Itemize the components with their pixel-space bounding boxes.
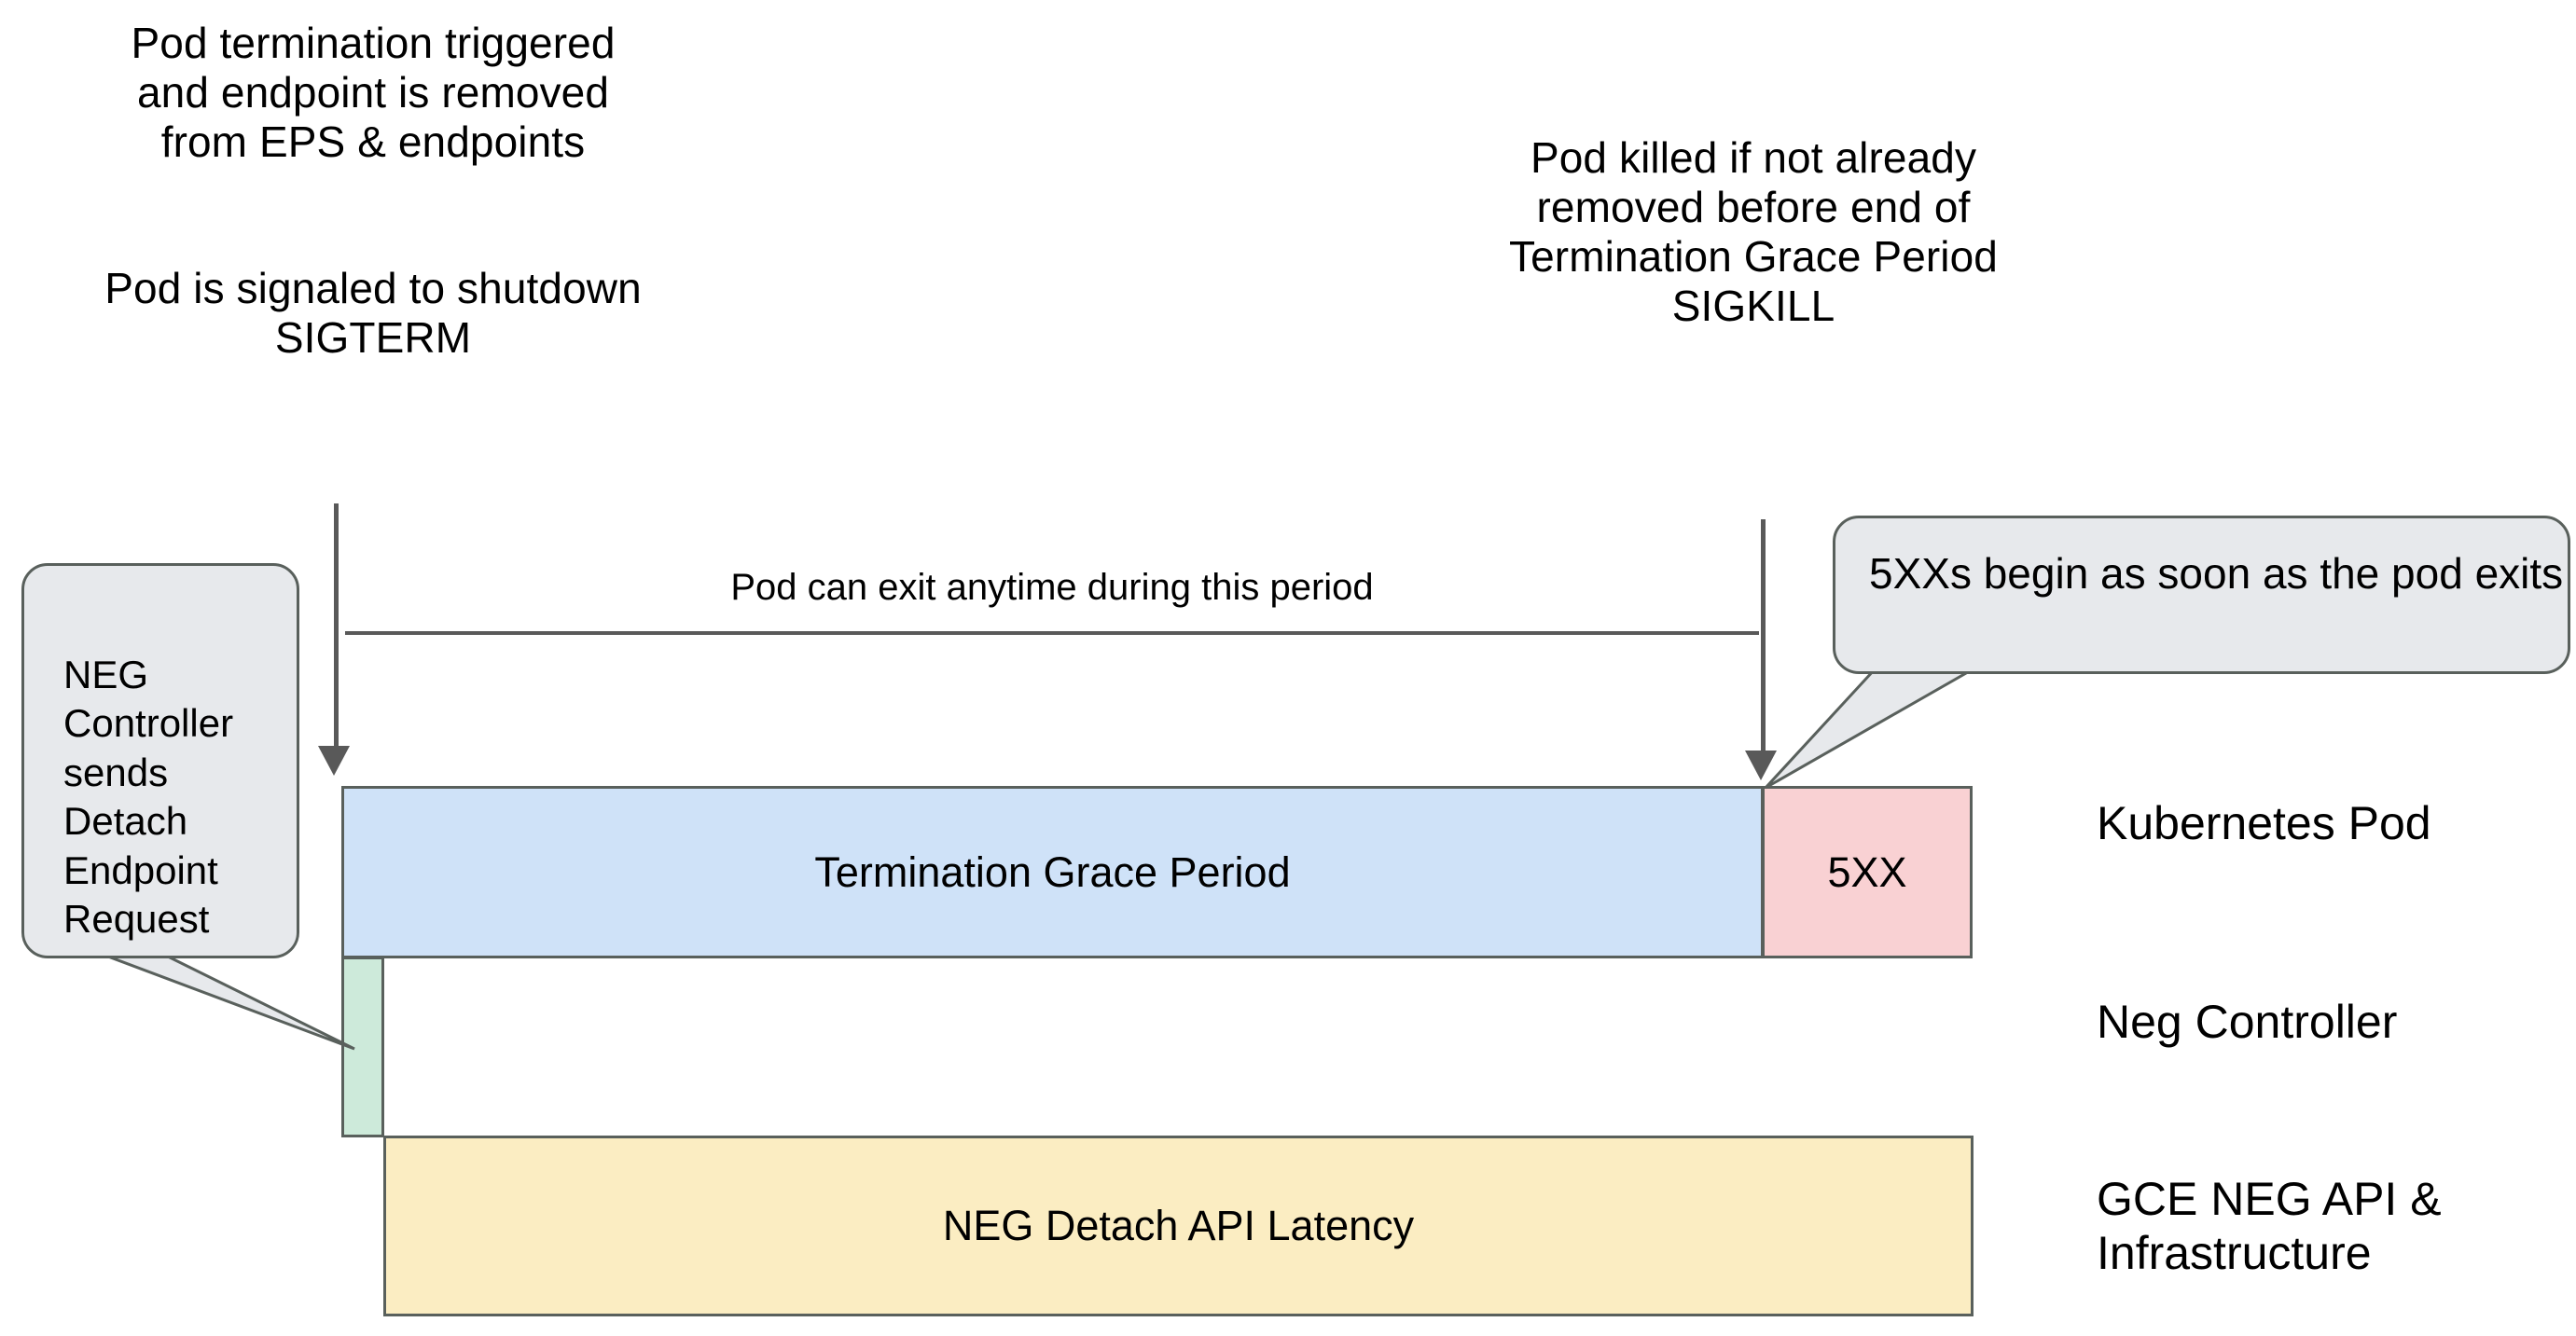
timeline-arrow-right-head-icon (1745, 751, 1777, 780)
callout-tail-5xx (1764, 668, 1978, 790)
callout-tail-neg-controller (92, 949, 355, 1051)
timeline-arrow-left-shaft (334, 503, 339, 748)
row-label-neg-controller: Neg Controller (2097, 996, 2398, 1048)
row-label-gce-neg-api: GCE NEG API & Infrastructure (2097, 1173, 2442, 1279)
annotation-pod-killed-sigkill: Pod killed if not already removed before… (1509, 133, 1998, 330)
span-line (345, 631, 1759, 635)
bar-label-5xx: 5XX (1827, 847, 1907, 896)
callout-neg-controller-detach[interactable]: NEG Controller sends Detach Endpoint Req… (21, 563, 299, 958)
bar-5xx[interactable]: 5XX (1762, 786, 1973, 958)
callout-5xx-begin[interactable]: 5XXs begin as soon as the pod exits (1833, 516, 2570, 674)
span-label-pod-can-exit: Pod can exit anytime during this period (730, 567, 1374, 608)
timeline-arrow-left-head-icon (318, 746, 350, 776)
callout-text-5xx-begin: 5XXs begin as soon as the pod exits (1869, 549, 2564, 598)
annotation-pod-termination-triggered: Pod termination triggered and endpoint i… (131, 19, 616, 166)
timeline-arrow-right-shaft (1761, 519, 1766, 752)
bar-termination-grace-period[interactable]: Termination Grace Period (341, 786, 1764, 958)
bar-neg-detach-request[interactable] (341, 957, 384, 1137)
bar-neg-detach-api-latency[interactable]: NEG Detach API Latency (383, 1136, 1974, 1316)
row-label-kubernetes-pod: Kubernetes Pod (2097, 797, 2431, 849)
bar-label-termination-grace-period: Termination Grace Period (814, 847, 1291, 896)
callout-text-neg-controller-detach: NEG Controller sends Detach Endpoint Req… (63, 652, 234, 942)
annotation-pod-signaled-shutdown: Pod is signaled to shutdown SIGTERM (104, 264, 642, 362)
bar-label-neg-detach-api-latency: NEG Detach API Latency (942, 1202, 1415, 1249)
